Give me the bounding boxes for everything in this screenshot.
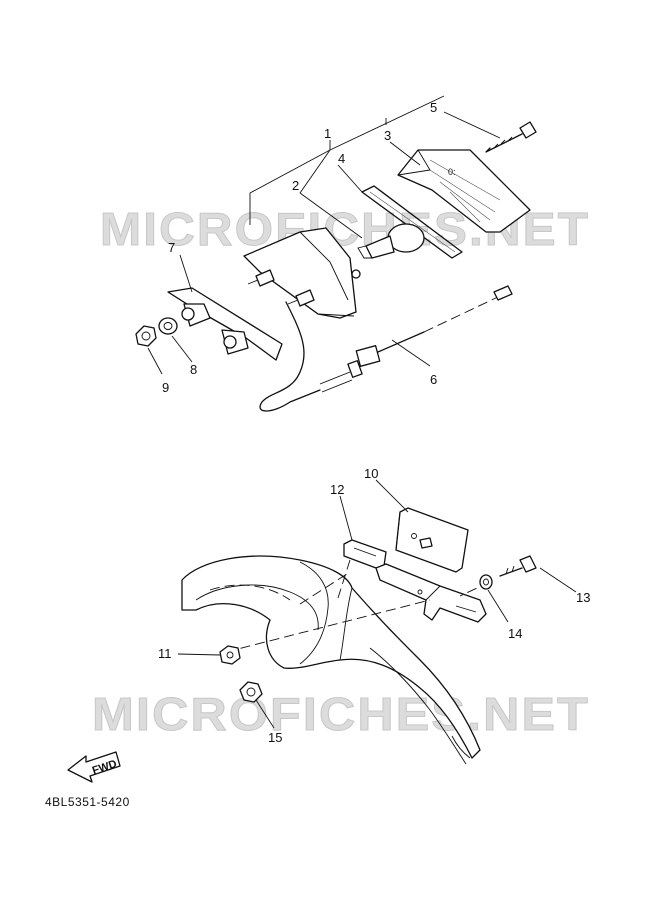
callout-13: 13	[576, 590, 590, 605]
callout-6: 6	[430, 372, 437, 387]
rear-fender	[181, 555, 481, 765]
callout-11: 11	[158, 646, 172, 661]
callout-1: 1	[324, 126, 331, 141]
callout-7: 7	[168, 240, 175, 255]
callout-14: 14	[508, 626, 522, 641]
callout-8: 8	[190, 362, 197, 377]
bolt	[499, 555, 537, 577]
group-bracket-1	[249, 95, 445, 225]
diagram-code: 4BL5351-5420	[45, 795, 130, 809]
callout-2: 2	[292, 178, 299, 193]
callout-9: 9	[162, 380, 169, 395]
license-plate-bracket	[343, 539, 387, 569]
nut-11	[219, 645, 241, 665]
tail-light-bracket	[167, 287, 283, 361]
callout-10: 10	[364, 466, 378, 481]
svg-text:0:: 0:	[448, 167, 456, 177]
callout-5: 5	[430, 100, 437, 115]
callout-15: 15	[268, 730, 282, 745]
tail-light-housing	[243, 227, 361, 319]
nut	[135, 325, 157, 347]
leader-lines-bottom	[177, 479, 577, 729]
callout-3: 3	[384, 128, 391, 143]
nut-15	[239, 681, 263, 703]
license-light-lead-wire	[355, 285, 513, 367]
tail-light-bulb	[357, 223, 425, 259]
tail-light-wire	[259, 301, 363, 412]
reflector	[395, 507, 469, 573]
fwd-arrow-icon: FWD	[67, 751, 121, 783]
watermark-bottom: MICROFICHES.NET	[92, 688, 590, 740]
lens-screw	[485, 121, 537, 153]
collar	[158, 317, 178, 335]
washer	[479, 574, 493, 590]
callout-4: 4	[338, 151, 345, 166]
tail-light-lens: 0:	[397, 149, 531, 233]
callout-12: 12	[330, 482, 344, 497]
leader-lines-top	[147, 111, 501, 375]
fender-stay	[375, 563, 487, 623]
